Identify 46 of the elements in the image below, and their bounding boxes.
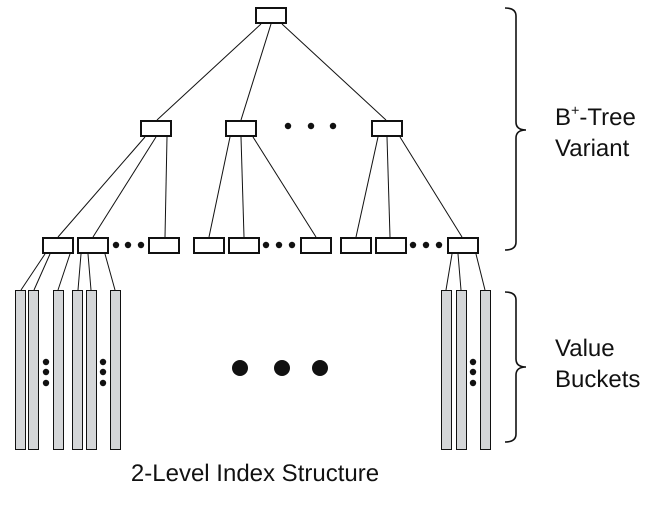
connector-line [34, 254, 50, 290]
connector-line [400, 136, 462, 238]
bucket-bar [72, 290, 83, 450]
tree-node-box [42, 237, 74, 254]
bracket-label: Value Buckets [555, 334, 642, 395]
tree-node-box [255, 7, 287, 24]
bracket-label: B$^{+}$-Tree Variant [555, 102, 637, 164]
tree-node-box [371, 120, 403, 137]
tree-node-box [148, 237, 180, 254]
tree-node-box [375, 237, 407, 254]
connector-line [88, 254, 92, 290]
tree-node-box [447, 237, 479, 254]
connector-line [156, 24, 262, 120]
tree-node-box [225, 120, 257, 137]
connector-line [58, 254, 70, 290]
connector-line [20, 254, 46, 290]
bucket-bar [28, 290, 39, 450]
bucket-bar [53, 290, 64, 450]
connector-line [458, 254, 462, 290]
tree-node-box [300, 237, 332, 254]
tree-node-box [193, 237, 225, 254]
bucket-bar [441, 290, 452, 450]
connector-line [78, 254, 82, 290]
tree-node-box [77, 237, 109, 254]
tree-node-box [340, 237, 372, 254]
connector-line [252, 136, 316, 238]
connector-line [446, 254, 452, 290]
bucket-bar [456, 290, 467, 450]
tree-node-box [228, 237, 260, 254]
connector-line [240, 24, 272, 120]
connector-line [240, 136, 244, 238]
connector-line [164, 136, 168, 238]
tree-node-box [140, 120, 172, 137]
connector-line [92, 136, 156, 238]
bucket-bar [480, 290, 491, 450]
bucket-bar [110, 290, 121, 450]
connector-line [208, 136, 230, 238]
connector-line [104, 254, 116, 290]
bucket-bar [15, 290, 26, 450]
connector-line [282, 24, 386, 120]
connector-line [386, 136, 390, 238]
caption: 2-Level Index Structure [130, 460, 380, 488]
connector-line [476, 254, 486, 290]
connector-line [58, 136, 146, 238]
bucket-bar [86, 290, 97, 450]
connector-line [356, 136, 378, 238]
